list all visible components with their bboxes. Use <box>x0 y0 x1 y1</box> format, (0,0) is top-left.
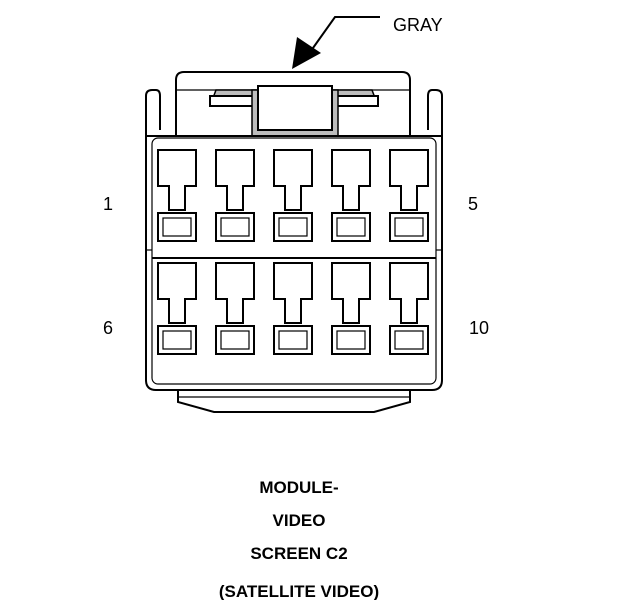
connector-body <box>145 135 443 391</box>
pin-cavity-6 <box>157 262 197 355</box>
pin-cavity-7 <box>215 262 255 355</box>
pin-cavity-2 <box>215 149 255 242</box>
pin-label-1: 1 <box>103 194 113 214</box>
pin-cavity-8 <box>273 262 313 355</box>
caption-line-4: (SATELLITE VIDEO) <box>219 582 379 600</box>
right-latch <box>427 89 443 136</box>
pin-label-6: 6 <box>103 318 113 338</box>
pin-cavities <box>157 149 429 355</box>
callout-leader <box>292 16 380 69</box>
callout-arrowhead <box>292 37 321 69</box>
pin-cavity-5 <box>389 149 429 242</box>
key-tabs <box>208 85 380 137</box>
color-label: GRAY <box>393 15 443 35</box>
caption-line-3: SCREEN C2 <box>250 544 347 563</box>
pin-cavity-4 <box>331 149 371 242</box>
left-latch <box>145 89 161 136</box>
pin-cavity-10 <box>389 262 429 355</box>
pin-label-10: 10 <box>469 318 489 338</box>
pin-cavity-9 <box>331 262 371 355</box>
pin-cavity-3 <box>273 149 313 242</box>
pin-label-5: 5 <box>468 194 478 214</box>
caption-line-1: MODULE- <box>259 478 338 497</box>
caption-line-2: VIDEO <box>273 511 326 530</box>
connector-skirt <box>177 390 411 413</box>
pin-cavity-1 <box>157 149 197 242</box>
